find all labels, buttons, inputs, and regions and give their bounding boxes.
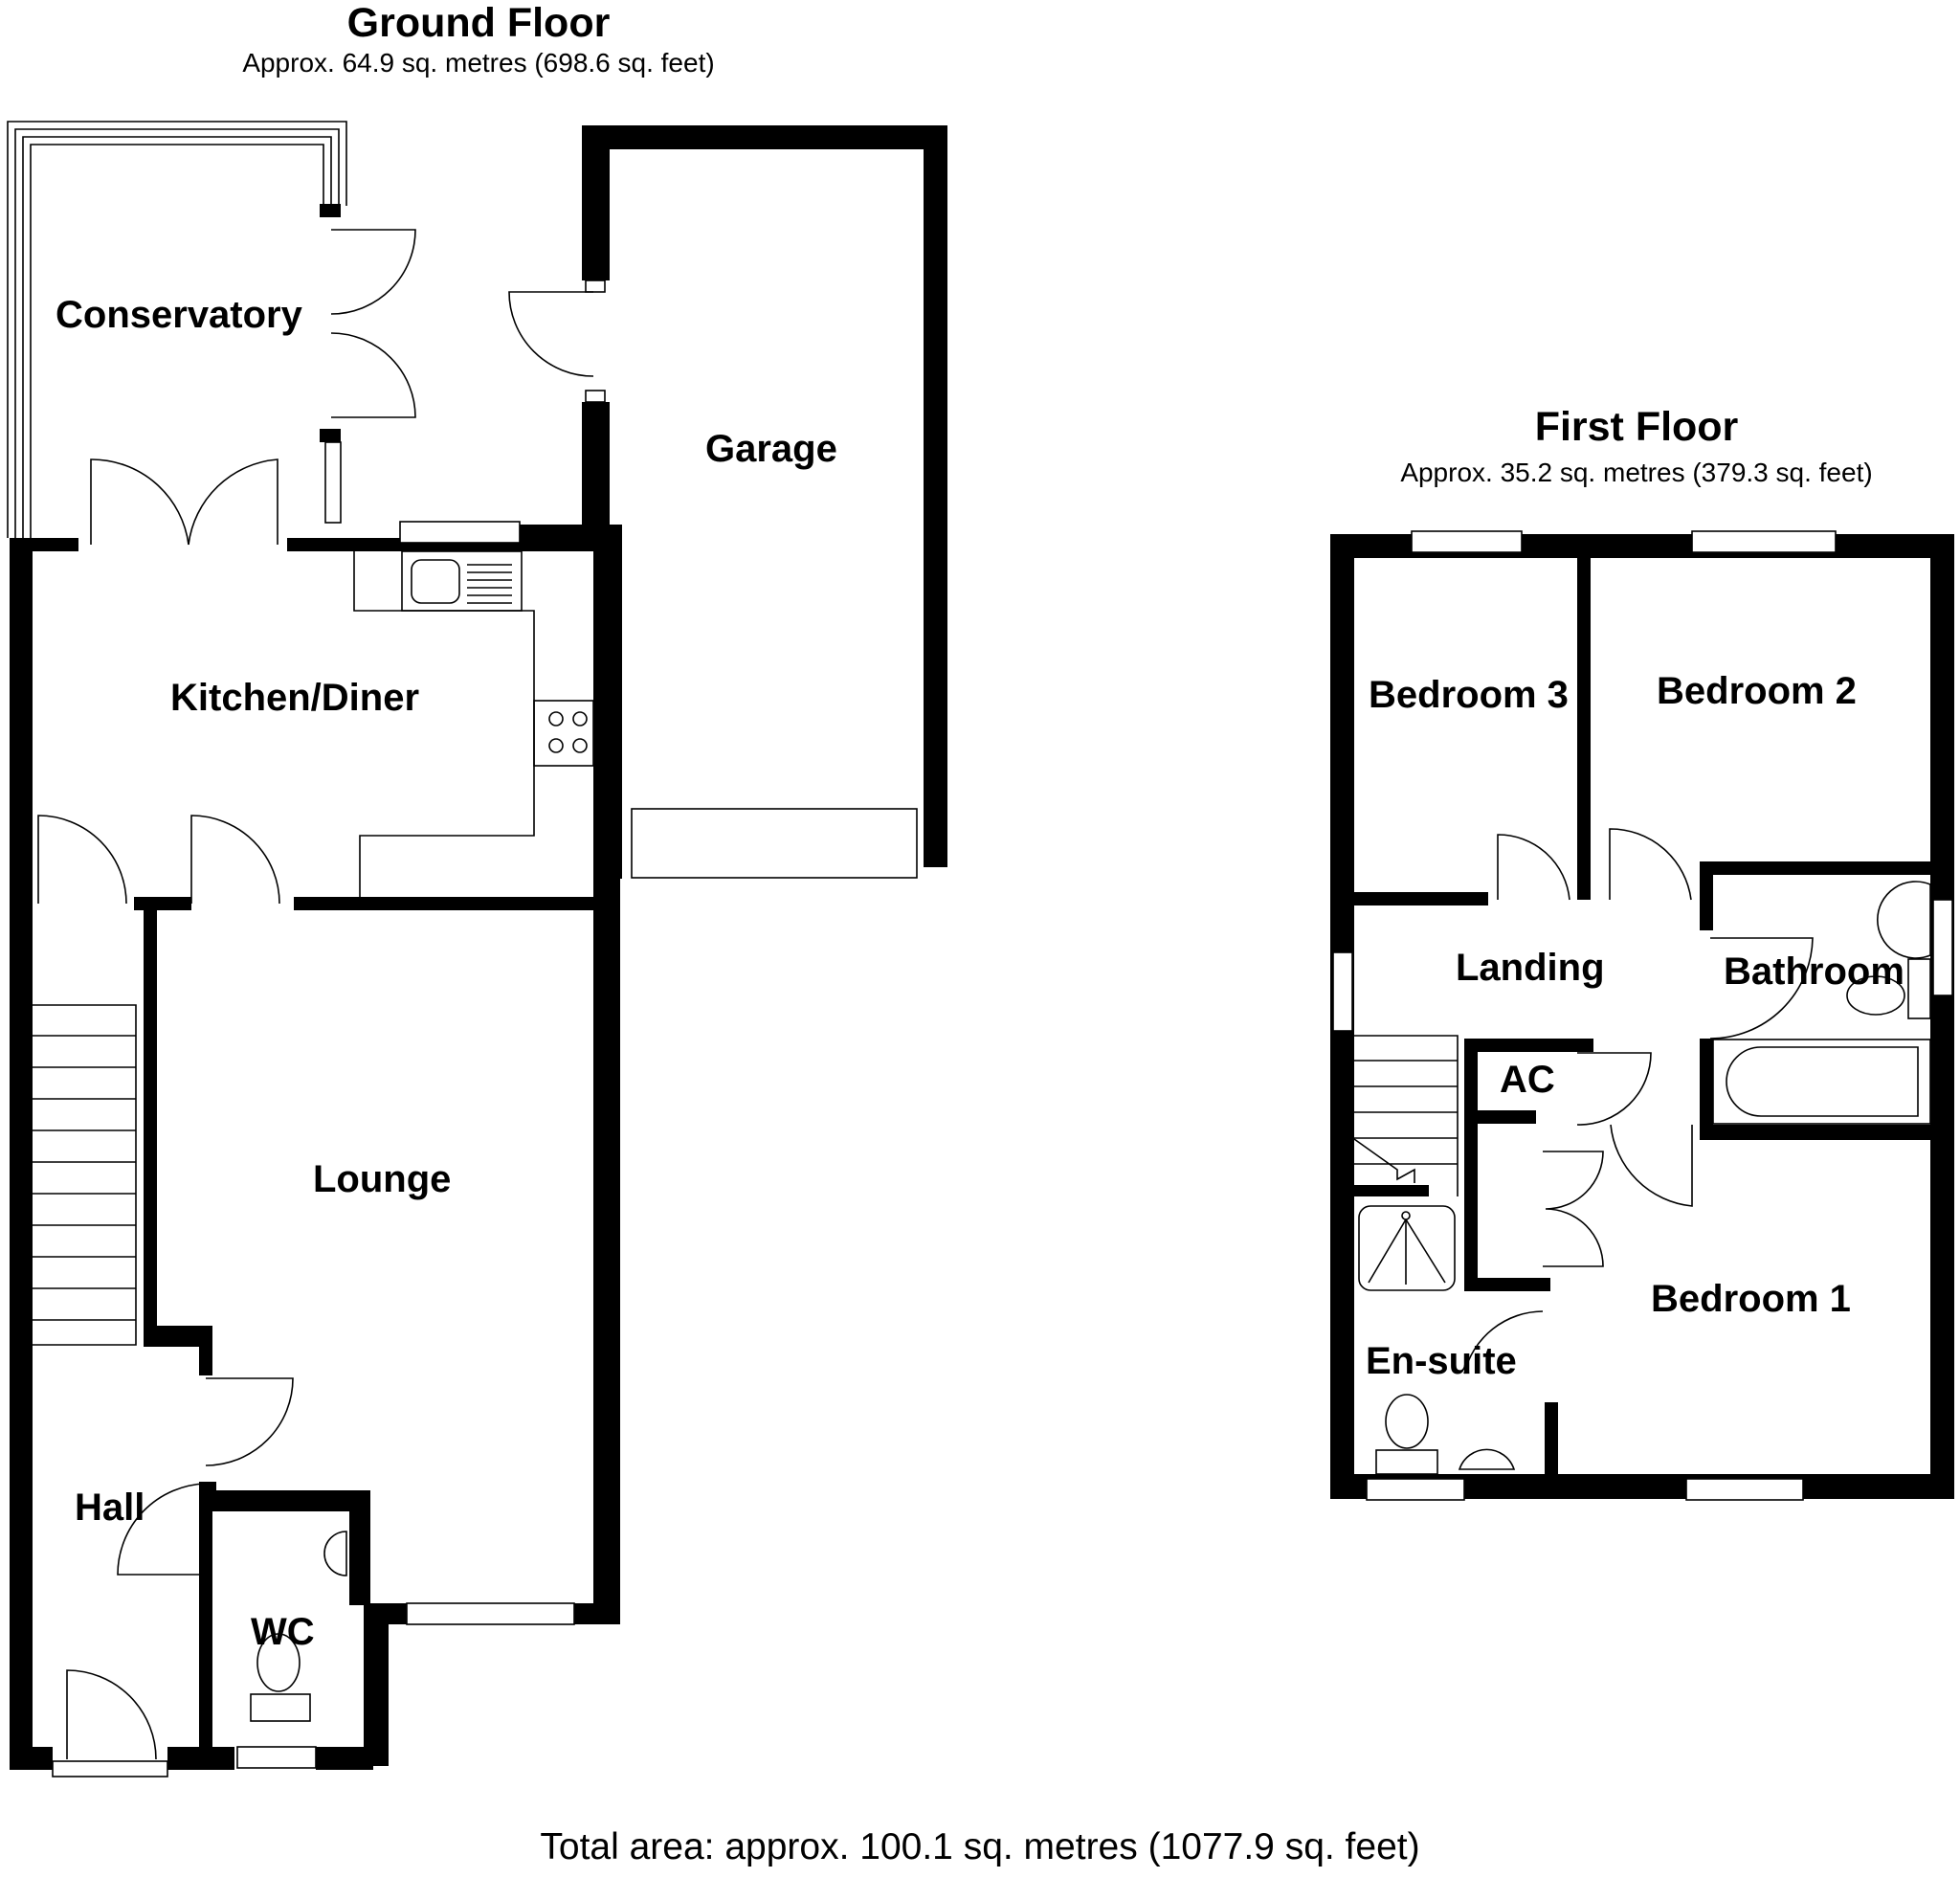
svg-text:Hall: Hall bbox=[75, 1487, 145, 1529]
svg-text:Lounge: Lounge bbox=[313, 1158, 451, 1200]
conservatory-frame bbox=[7, 121, 347, 538]
svg-text:Kitchen/Diner: Kitchen/Diner bbox=[170, 677, 419, 719]
svg-text:WC: WC bbox=[251, 1611, 315, 1653]
toilet-icon bbox=[1846, 975, 1905, 1016]
kitchen-conservatory-doors bbox=[90, 458, 278, 546]
bedroom2-window bbox=[1691, 530, 1837, 553]
bathroom-window bbox=[1932, 899, 1953, 996]
conservatory-door bbox=[330, 229, 416, 418]
front-door-step bbox=[52, 1760, 168, 1777]
hall-doors bbox=[66, 1377, 294, 1760]
kitchen-window bbox=[399, 521, 521, 544]
svg-text:Conservatory: Conservatory bbox=[56, 294, 303, 336]
bedroom3-window bbox=[1411, 530, 1523, 553]
lounge-window bbox=[406, 1602, 575, 1625]
landing-window bbox=[1332, 951, 1353, 1032]
wc-window bbox=[236, 1746, 317, 1769]
svg-text:Bathroom: Bathroom bbox=[1724, 950, 1904, 993]
bathroom-fixtures bbox=[1712, 881, 1931, 1125]
bath-icon bbox=[1726, 1046, 1919, 1117]
kitchen-doors bbox=[37, 815, 280, 905]
ground-stairs bbox=[33, 1004, 137, 1346]
drainer-icon bbox=[467, 564, 512, 604]
svg-text:Bedroom 2: Bedroom 2 bbox=[1657, 670, 1857, 712]
svg-text:Garage: Garage bbox=[705, 428, 837, 470]
hob-icon bbox=[548, 711, 588, 753]
svg-text:Bedroom 1: Bedroom 1 bbox=[1651, 1278, 1851, 1320]
basin-icon bbox=[1877, 881, 1931, 959]
first-floor-stairs bbox=[1353, 1035, 1459, 1196]
wc-fixtures bbox=[250, 1531, 347, 1722]
first-floor-title: First Floor bbox=[1534, 404, 1739, 450]
ensuite-window bbox=[1366, 1478, 1465, 1501]
basin-icon bbox=[1458, 1448, 1516, 1470]
first-floor-area: Approx. 35.2 sq. metres (379.3 sq. feet) bbox=[1400, 458, 1873, 487]
garage-walls bbox=[508, 125, 947, 879]
ground-floor-plan: Conservatory Garage Kitchen/Diner Lounge… bbox=[7, 121, 947, 1777]
first-floor-plan: Bedroom 3 Bedroom 2 Landing Bathroom AC … bbox=[1330, 530, 1954, 1501]
first-floor-doors bbox=[1463, 828, 1814, 1375]
ensuite-fixtures bbox=[1358, 1205, 1516, 1475]
shower-tray-icon bbox=[1358, 1205, 1456, 1291]
bedroom1-window bbox=[1685, 1478, 1804, 1501]
total-area: Total area: approx. 100.1 sq. metres (10… bbox=[540, 1826, 1420, 1867]
sink-icon bbox=[411, 559, 460, 604]
svg-text:En-suite: En-suite bbox=[1366, 1340, 1517, 1382]
ground-floor-area: Approx. 64.9 sq. metres (698.6 sq. feet) bbox=[242, 48, 715, 78]
ground-floor-title: Ground Floor bbox=[346, 0, 611, 46]
svg-text:Landing: Landing bbox=[1456, 947, 1605, 989]
toilet-icon bbox=[1385, 1394, 1429, 1449]
svg-text:AC: AC bbox=[1500, 1059, 1555, 1101]
svg-text:Bedroom 3: Bedroom 3 bbox=[1369, 674, 1569, 716]
kitchen-units bbox=[353, 550, 594, 900]
